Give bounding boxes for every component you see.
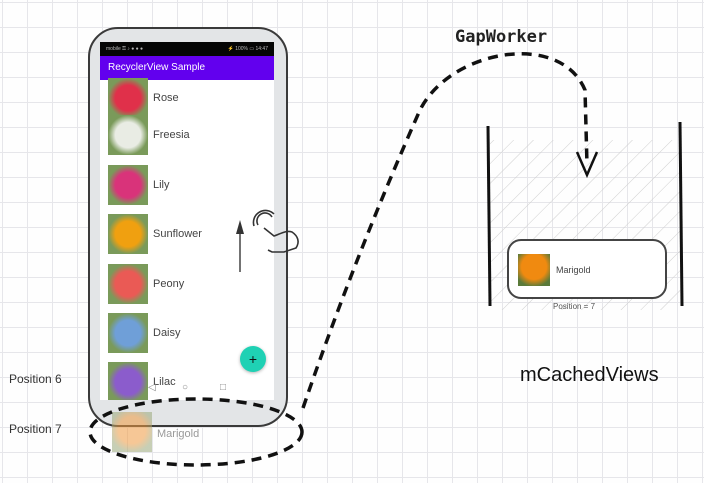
flower-thumb [108,214,148,254]
home-icon[interactable]: ○ [182,382,189,393]
flower-name: Sunflower [153,228,202,240]
position-6-label: Position 6 [9,372,62,386]
flower-name: Peony [153,278,185,290]
prefetch-arrow-path [301,52,589,409]
marigold-offscreen-name: Marigold [157,428,200,440]
flower-thumb [108,115,148,155]
flower-thumb [108,165,148,205]
cached-view-card: Marigold [507,239,667,299]
flower-thumb [108,313,148,353]
flower-name: Rose [153,92,179,104]
nav-bar: ◁ ○ □ [100,382,274,398]
phone-screen: mobile ⚿ ♪ ● ● ● ⚡ 100% ▭ 14:47 Recycler… [100,42,274,400]
mcachedviews-label: mCachedViews [520,364,659,386]
flower-name: Lily [153,179,170,191]
list-item[interactable]: Lilac [108,362,268,400]
status-right: ⚡ 100% ▭ 14:47 [227,46,268,52]
cached-marigold-name: Marigold [556,265,591,275]
recents-icon[interactable]: □ [220,382,227,393]
scroll-up-arrow-head-icon [236,220,244,234]
list-item[interactable]: Sunflower [108,214,268,254]
flower-thumb [108,264,148,304]
flower-name: Daisy [153,327,181,339]
list-item[interactable]: Daisy [108,313,268,353]
swipe-gesture-icon [252,209,299,253]
back-icon[interactable]: ◁ [148,382,156,393]
add-fab-button[interactable]: + [240,346,266,372]
flower-thumb [108,78,148,118]
marigold-offscreen-thumb [112,412,152,452]
app-bar-title: RecyclerView Sample [100,56,274,80]
status-left: mobile ⚿ ♪ ● ● ● [106,46,144,52]
position-7-label: Position 7 [9,422,62,436]
cached-marigold-thumb [518,254,550,286]
flower-name: Freesia [153,129,190,141]
flower-thumb [108,362,148,400]
list-item[interactable]: Peony [108,264,268,304]
flower-name: Lilac [153,376,176,388]
gapworker-label: GapWorker [455,27,548,47]
list-item[interactable]: Freesia [108,115,268,155]
cached-position-label: Position = 7 [553,302,596,311]
cache-wall-left [486,125,492,307]
list-item[interactable]: Rose [108,78,268,118]
cache-wall-right [678,121,684,307]
list-item[interactable]: Lily [108,165,268,205]
marigold-highlight-ellipse [88,397,304,467]
status-bar: mobile ⚿ ♪ ● ● ● ⚡ 100% ▭ 14:47 [100,42,274,56]
arrow-head-icon [575,151,599,179]
